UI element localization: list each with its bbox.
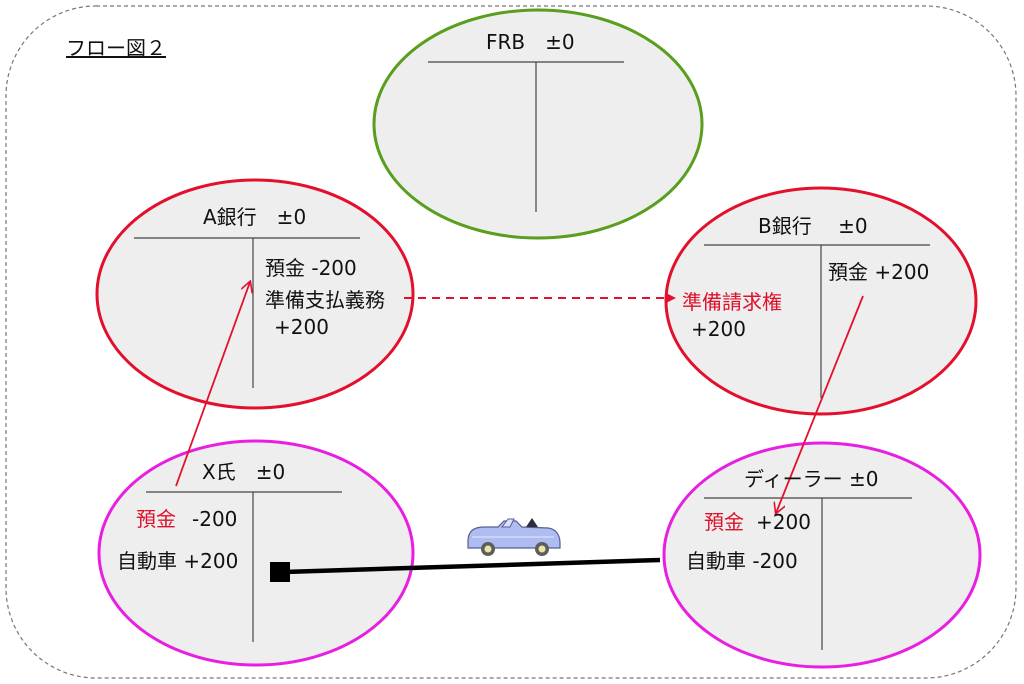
car-transfer-line bbox=[283, 557, 661, 575]
dealer-debit-deposit-value: +200 bbox=[756, 510, 811, 534]
bank-b-header: B銀行 ±0 bbox=[758, 214, 868, 238]
bank-a-credit-reserve-obligation-amount: +200 bbox=[274, 315, 329, 339]
mr-x-debit-car: 自動車 +200 bbox=[117, 549, 239, 573]
bank-b-debit-reserve-claim-amount: +200 bbox=[691, 317, 746, 341]
car-icon bbox=[467, 518, 561, 556]
mr-x-ellipse bbox=[97, 439, 415, 667]
bank-a-header: A銀行 ±0 bbox=[203, 205, 307, 229]
diagram-title: フロー図２ bbox=[66, 36, 166, 60]
mr-x-debit-deposit-value: -200 bbox=[192, 507, 238, 531]
square-marker-icon bbox=[270, 562, 290, 582]
bank-b-debit-reserve-claim: 準備請求権 bbox=[682, 290, 782, 314]
dealer-header: ディーラー ±0 bbox=[744, 467, 879, 491]
bank-a-credit-reserve-obligation: 準備支払義務 bbox=[265, 288, 385, 312]
mr-x-debit-deposit-label: 預金 bbox=[136, 507, 176, 531]
frb-header: FRB ±0 bbox=[486, 30, 575, 54]
outer-frame bbox=[5, 5, 1017, 679]
mr-x-header: X氏 ±0 bbox=[202, 460, 286, 484]
frb-ellipse bbox=[372, 8, 704, 240]
flow-arrow-bank-b-to-dealer bbox=[776, 295, 864, 513]
dealer-debit-car: 自動車 -200 bbox=[686, 549, 798, 573]
bank-a-ellipse bbox=[95, 178, 415, 410]
bank-a-credit-deposit: 預金 -200 bbox=[265, 256, 357, 280]
flow-arrow-x-to-bank-a bbox=[175, 282, 250, 487]
bank-b-credit-deposit: 預金 +200 bbox=[828, 260, 930, 284]
dealer-debit-deposit-label: 預金 bbox=[704, 510, 744, 534]
